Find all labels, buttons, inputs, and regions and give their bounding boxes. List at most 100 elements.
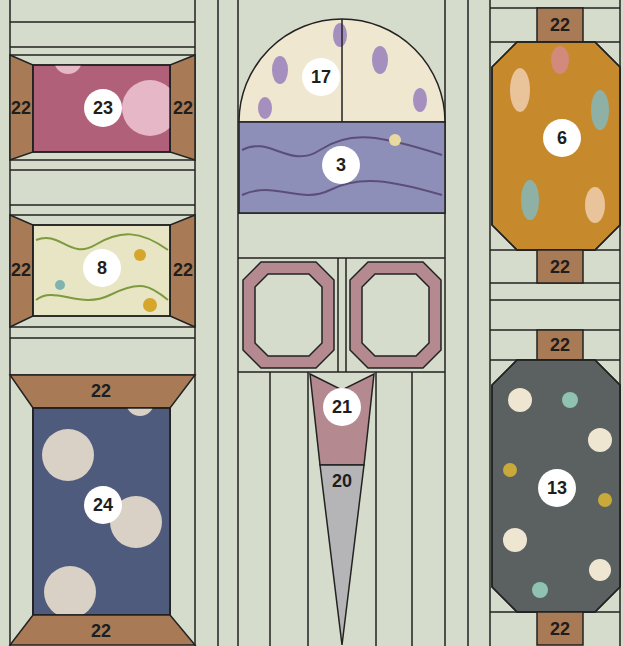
print-leaf — [591, 90, 609, 130]
fabric-print — [36, 234, 168, 312]
print-dot — [122, 80, 170, 136]
callout-number: 22 — [91, 622, 111, 640]
fabric-print — [510, 46, 609, 223]
callout-number: 23 — [84, 89, 122, 127]
callout-number: 22 — [11, 261, 31, 279]
print-dot — [126, 408, 154, 416]
callout-number: 24 — [84, 486, 122, 524]
seam — [490, 299, 620, 301]
seam — [269, 372, 271, 646]
fabric-print — [503, 388, 612, 598]
spool-end — [10, 55, 33, 160]
seam — [345, 258, 347, 372]
spool-end — [170, 215, 195, 327]
seam — [10, 159, 195, 161]
print-leaf — [372, 46, 388, 74]
seam — [237, 0, 239, 646]
callout-number: 22 — [173, 261, 193, 279]
print-leaf — [521, 180, 539, 220]
print-flower — [55, 280, 65, 290]
seam — [238, 257, 445, 259]
spool-end — [537, 8, 583, 42]
seam — [10, 21, 195, 23]
print-vine — [36, 234, 168, 250]
fabric-print — [54, 65, 170, 136]
fabric-patch — [239, 19, 445, 122]
print-leaf — [585, 187, 605, 223]
spool-end — [537, 250, 583, 283]
seam — [10, 326, 195, 328]
print-flower — [508, 388, 532, 412]
print-leaf — [333, 23, 347, 47]
seam — [10, 169, 195, 171]
seam — [341, 19, 343, 122]
handle-ring — [243, 262, 334, 368]
print-flower — [389, 134, 401, 146]
print-dot — [44, 566, 96, 615]
right-spools — [492, 8, 620, 645]
print-flower — [562, 392, 578, 408]
blade-top — [310, 374, 374, 465]
callout-number: 22 — [550, 258, 570, 276]
fabric-print — [42, 408, 162, 615]
callout-number: 20 — [332, 472, 352, 490]
scissors — [239, 19, 445, 645]
handle-ring — [350, 262, 441, 368]
spool-end — [537, 612, 583, 645]
print-flower — [143, 298, 157, 312]
callout-number: 17 — [302, 58, 340, 96]
callout-number: 22 — [550, 16, 570, 34]
print-leaf — [272, 56, 288, 84]
callout-number: 22 — [11, 99, 31, 117]
left-spools — [10, 46, 195, 645]
fabric-patch — [33, 225, 170, 316]
seam — [307, 372, 309, 646]
print-leaf — [413, 88, 427, 112]
seam — [10, 337, 195, 339]
print-flower — [588, 428, 612, 452]
print-flower — [589, 559, 611, 581]
fabric-patch — [492, 360, 620, 612]
spool-end — [10, 375, 195, 408]
print-flower — [503, 528, 527, 552]
print-leaf — [551, 46, 569, 74]
seam — [489, 0, 491, 646]
callout-number: 3 — [322, 146, 360, 184]
print-flower — [503, 463, 517, 477]
print-vine — [36, 286, 168, 300]
print-flower — [134, 249, 146, 261]
seam — [375, 372, 377, 646]
fabric-outline — [33, 408, 170, 615]
seam — [217, 0, 219, 646]
callout-number: 22 — [550, 336, 570, 354]
callout-number: 21 — [323, 388, 361, 426]
callout-number: 8 — [83, 249, 121, 287]
spool-end — [10, 215, 33, 327]
seam — [444, 0, 446, 646]
callout-number: 22 — [550, 620, 570, 638]
spool-end — [10, 615, 195, 645]
spool-end — [170, 55, 195, 160]
fabric-outline — [33, 65, 170, 152]
fabric-print — [242, 134, 442, 195]
seam — [10, 214, 195, 216]
blade-tip — [320, 465, 364, 645]
handle-hole — [362, 274, 429, 356]
fabric-outline — [492, 360, 620, 612]
callout-number: 22 — [91, 382, 111, 400]
fabric-patch — [239, 122, 445, 213]
sashing-lines — [10, 0, 620, 646]
seam — [238, 371, 445, 373]
print-flower — [598, 493, 612, 507]
handle-hole — [255, 274, 322, 356]
fabric-outline — [492, 42, 620, 250]
callout-number: 13 — [538, 469, 576, 507]
seam — [10, 54, 195, 56]
print-leaf — [258, 97, 272, 119]
seam — [10, 46, 195, 48]
spool-end — [537, 330, 583, 360]
callout-number: 22 — [173, 99, 193, 117]
print-flower — [532, 582, 548, 598]
seam — [337, 258, 339, 372]
